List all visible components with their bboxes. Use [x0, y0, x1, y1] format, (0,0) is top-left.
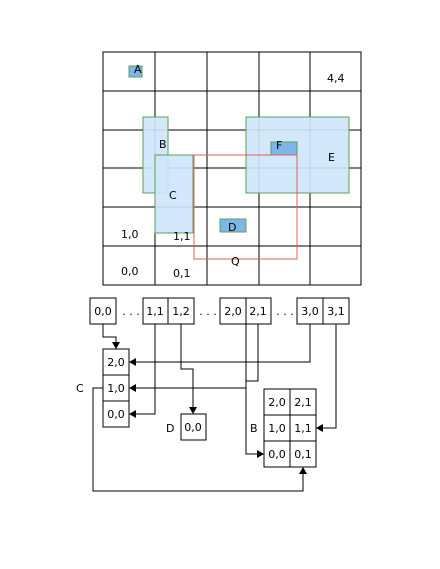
- label-a: A: [134, 63, 142, 76]
- pointer-3-0-to-c: [135, 324, 311, 363]
- index-cell-label: 2,1: [249, 305, 267, 318]
- pointer-c-to-b: [92, 387, 304, 492]
- index-ellipsis: . . .: [276, 305, 293, 318]
- arrowhead-icon: [129, 410, 136, 418]
- index-cell-label: 2,0: [224, 305, 242, 318]
- query-region-q: [193, 154, 298, 260]
- bucket-b-cell: [263, 414, 291, 442]
- arrowhead-icon: [112, 342, 120, 349]
- object-a-box: [128, 65, 143, 78]
- index-cell: [322, 297, 350, 325]
- pointer-1-2-to-d: [180, 324, 194, 409]
- pointer-connectors: [92, 324, 337, 492]
- label-b: B: [159, 138, 167, 151]
- label-d: D: [228, 221, 236, 234]
- arrowhead-icon: [189, 407, 197, 414]
- spatial-grid: A B C D E F Q 4,4 1,0 1,1 0,0 0,1: [102, 51, 362, 286]
- bucket-b-label: B: [250, 422, 258, 435]
- arrowheads: [112, 342, 323, 474]
- bucket-b-cell-label: 0,1: [294, 448, 312, 461]
- bucket-d-label: D: [166, 422, 174, 435]
- index-cell-label: 1,2: [172, 305, 190, 318]
- bucket-b-cell-label: 1,1: [294, 422, 312, 435]
- arrowhead-icon: [316, 424, 323, 432]
- bucket-d: 0,0 D: [166, 413, 207, 441]
- object-c-region: [154, 154, 194, 234]
- index-array: 0,0 . . . 1,1 1,2 . . . 2,0 2,1 . . . 3,…: [89, 297, 350, 325]
- bucket-c-cell: [102, 400, 130, 428]
- cell-label-4-4: 4,4: [327, 72, 345, 85]
- cell-label-0-0: 0,0: [121, 265, 139, 278]
- index-cell-label: 3,1: [327, 305, 345, 318]
- bucket-c-cell-label: 0,0: [107, 408, 125, 421]
- bucket-c-cell: [102, 348, 130, 376]
- label-f: F: [276, 139, 282, 152]
- index-ellipsis: . . .: [122, 305, 139, 318]
- bucket-c: 2,0 1,0 0,0 C: [76, 348, 130, 428]
- bucket-d-cell: [180, 413, 207, 441]
- bucket-c-cell-label: 1,0: [107, 382, 125, 395]
- pointer-0-0-to-c: [102, 324, 117, 343]
- label-c: C: [169, 189, 177, 202]
- bucket-d-cell-label: 0,0: [184, 421, 202, 434]
- pointer-1-1-to-c: [135, 324, 156, 415]
- cell-label-1-0: 1,0: [121, 228, 139, 241]
- index-cell-label: 0,0: [94, 305, 112, 318]
- bucket-b-cell-label: 2,0: [268, 396, 286, 409]
- index-cell: [219, 297, 247, 325]
- arrowhead-icon: [257, 450, 264, 458]
- bucket-b-cell-label: 2,1: [294, 396, 312, 409]
- label-q: Q: [231, 255, 240, 268]
- arrowhead-icon: [129, 358, 136, 366]
- label-e: E: [328, 151, 335, 164]
- object-f-box: [270, 141, 298, 156]
- cell-label-0-1: 0,1: [173, 267, 191, 280]
- pointer-2-0-to-c: [135, 324, 247, 389]
- index-cell-label: 3,0: [301, 305, 319, 318]
- arrowhead-icon: [299, 467, 307, 474]
- bucket-c-cell: [102, 374, 130, 402]
- cell-label-1-1: 1,1: [173, 230, 191, 243]
- bucket-c-cell-label: 2,0: [107, 356, 125, 369]
- bucket-b-cell: [289, 414, 317, 442]
- bucket-b-cell-label: 0,0: [268, 448, 286, 461]
- index-ellipsis: . . .: [199, 305, 216, 318]
- bucket-b-cell-label: 1,0: [268, 422, 286, 435]
- arrowhead-icon: [129, 384, 136, 392]
- index-cell-label: 1,1: [146, 305, 164, 318]
- pointer-3-1-to-b: [322, 324, 337, 429]
- bucket-c-label: C: [76, 382, 84, 395]
- object-d-box: [219, 218, 247, 233]
